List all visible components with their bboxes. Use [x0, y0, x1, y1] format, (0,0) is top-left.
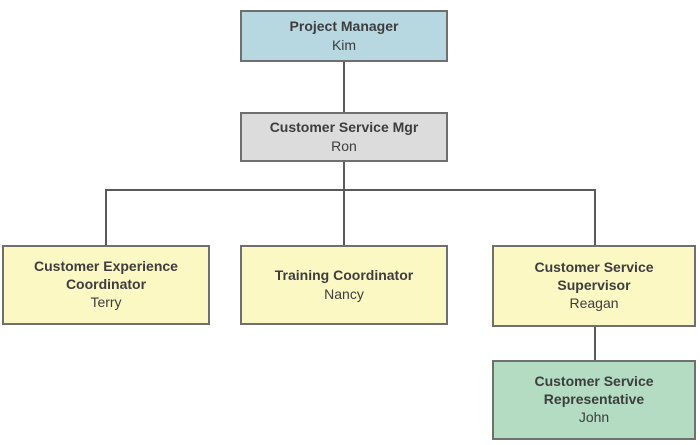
- node-title: Customer Service Supervisor: [534, 259, 654, 293]
- node-person: Kim: [331, 36, 357, 53]
- node-person: Ron: [331, 137, 357, 154]
- node-customer-experience-coordinator: Customer Experience Coordinator Terry: [2, 245, 210, 325]
- node-customer-service-representative: Customer Service Representative John: [492, 360, 696, 440]
- connector-drop-left: [105, 189, 107, 245]
- node-training-coordinator: Training Coordinator Nancy: [240, 245, 448, 325]
- connector-supervisor-to-rep: [594, 327, 596, 360]
- node-person: John: [578, 409, 610, 426]
- node-person: Terry: [90, 294, 122, 311]
- node-person: Nancy: [324, 285, 364, 302]
- node-customer-service-mgr: Customer Service Mgr Ron: [240, 112, 448, 162]
- node-person: Reagan: [569, 295, 619, 312]
- node-title: Customer Experience Coordinator: [34, 258, 178, 292]
- node-project-manager: Project Manager Kim: [240, 10, 448, 62]
- node-title: Training Coordinator: [274, 267, 414, 284]
- connector-csm-down: [343, 162, 345, 245]
- node-title: Project Manager: [289, 18, 399, 35]
- node-title: Customer Service Mgr: [269, 119, 419, 136]
- node-customer-service-supervisor: Customer Service Supervisor Reagan: [492, 245, 696, 327]
- connector-horizontal-bar: [105, 189, 596, 191]
- connector-pm-to-csm: [343, 62, 345, 112]
- connector-drop-right: [594, 189, 596, 245]
- node-title: Customer Service Representative: [534, 373, 654, 407]
